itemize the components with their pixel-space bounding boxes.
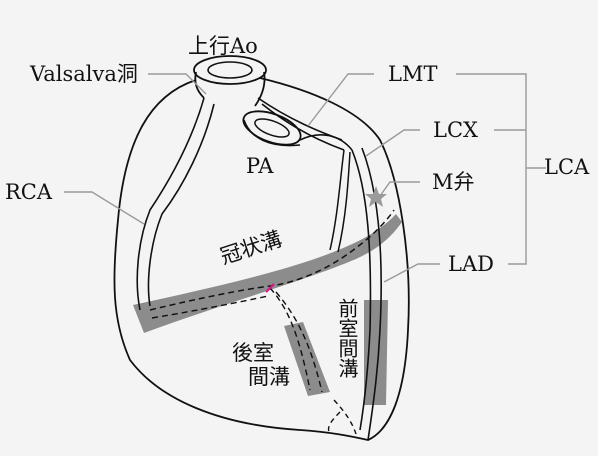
heart-outline: [113, 77, 410, 441]
leader-lmt: [307, 73, 374, 127]
leader-lcx: [365, 129, 420, 157]
crux-marker: [265, 283, 275, 293]
apex-dashed: [327, 399, 357, 435]
pa-lumen: [254, 118, 290, 138]
lcx-label: LCX: [433, 118, 478, 142]
valsalva-sinus-label: Valsalva洞: [30, 62, 138, 86]
coronary-sulcus-band: [133, 214, 402, 333]
posterior-descending-dashed: [269, 287, 323, 393]
leader-rca: [64, 191, 145, 225]
lad-vessel: [351, 147, 382, 441]
rca-label: RCA: [5, 180, 53, 204]
mitral-star-icon: [365, 186, 387, 207]
lca-label: LCA: [544, 155, 590, 179]
lmt-label: LMT: [388, 62, 438, 86]
posterior-sulcus-band: [284, 322, 330, 396]
lca-bracket: [456, 73, 546, 265]
posterior-sulcus-label-1: 後室: [232, 341, 274, 365]
lad-label: LAD: [448, 252, 494, 276]
posterior-sulcus-label-2: 間溝: [248, 365, 290, 389]
leader-valsalva: [148, 73, 207, 95]
aorta-wall: [194, 71, 266, 107]
rca-vessel: [136, 97, 215, 311]
lower-dashed: [151, 295, 269, 319]
pa-label: PA: [246, 154, 274, 178]
lmt-vessel: [257, 97, 345, 151]
aorta-top: [193, 55, 267, 85]
ascending-aorta-label: 上行Ao: [188, 34, 258, 58]
m-valve-label: M弁: [432, 170, 475, 194]
coronary-sulcus-dashed: [149, 209, 395, 311]
anterior-interventricular-sulcus-label: 前室間溝: [335, 298, 359, 378]
aorta-lumen: [207, 61, 253, 79]
lcx-vessel: [329, 149, 351, 253]
leader-m-valve: [379, 181, 420, 197]
anterior-sulcus-band: [364, 300, 388, 405]
leader-lad: [383, 263, 440, 283]
